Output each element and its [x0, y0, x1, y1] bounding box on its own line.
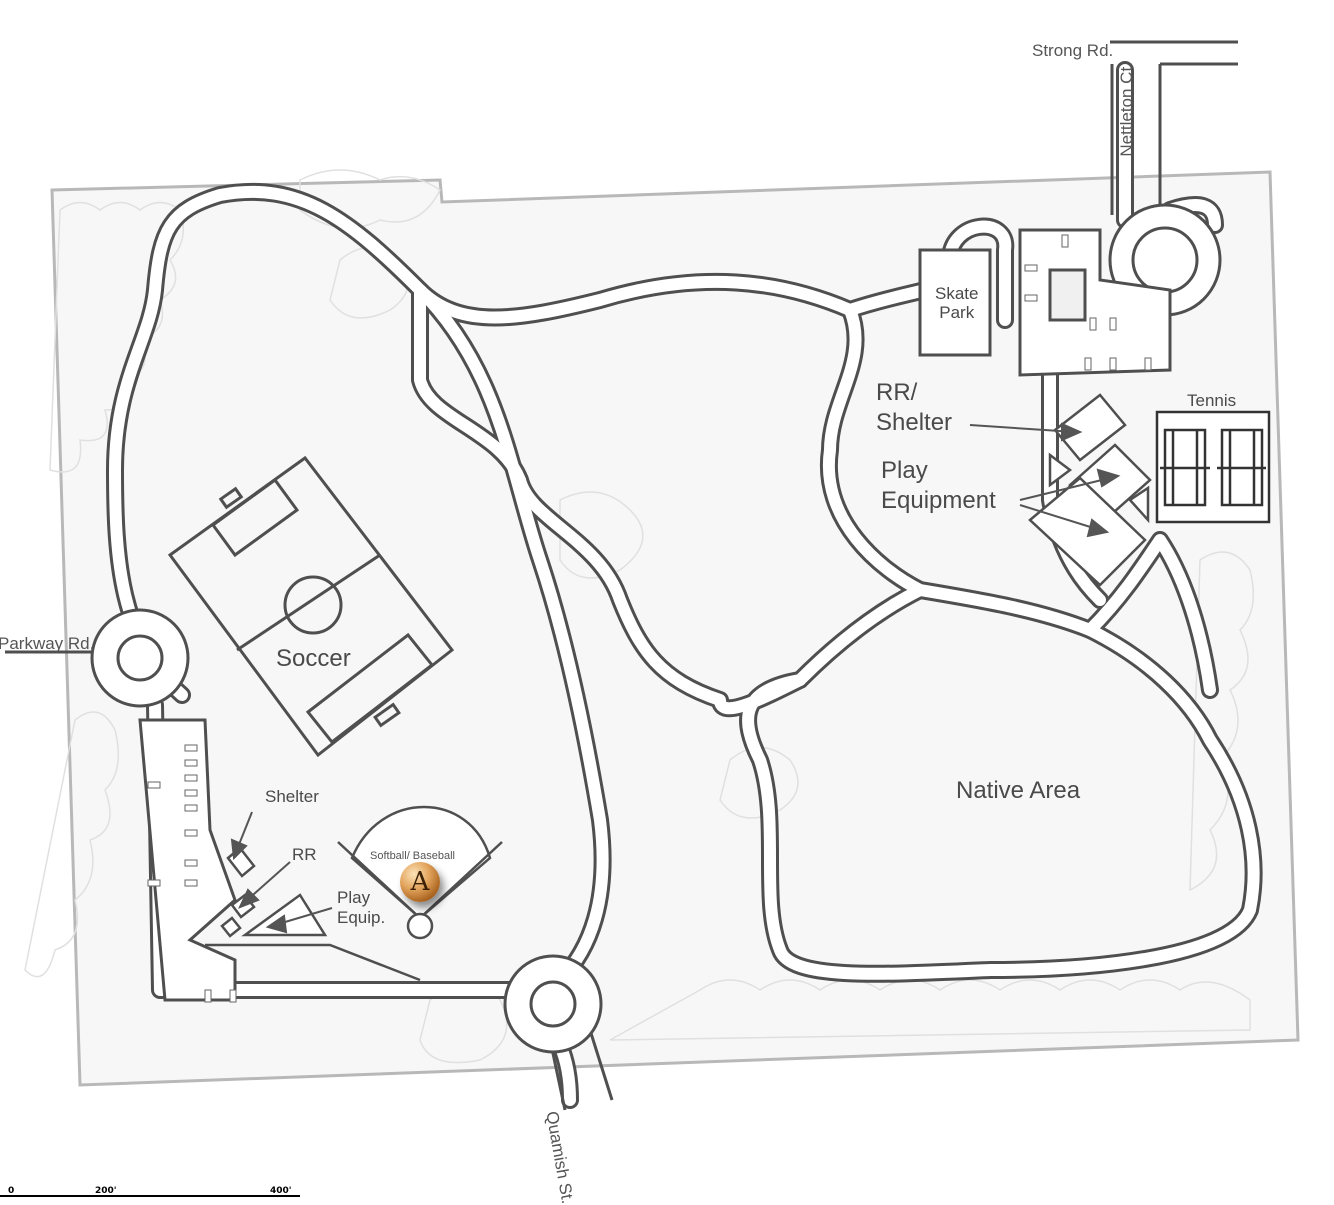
play-equipment-label: Play Equipment	[881, 456, 996, 516]
play-equip-label: Play Equip.	[337, 888, 385, 929]
nettleton-ct-label: Nettleton Ct.	[1116, 62, 1136, 157]
tennis-courts	[1155, 410, 1271, 524]
parked-cars	[147, 234, 1152, 1003]
ne-facilities	[1028, 393, 1152, 587]
play-equipment-line2: Equipment	[881, 487, 996, 514]
softball-label: Softball/ Baseball	[370, 850, 455, 862]
skate-park-box	[918, 248, 992, 357]
native-area-label: Native Area	[956, 777, 1081, 804]
rr-shelter-label: RR/ Shelter	[876, 378, 952, 438]
shelter-label: Shelter	[265, 787, 319, 806]
soccer-field	[167, 455, 455, 758]
play-equip-line1: Play	[337, 888, 371, 907]
location-marker-a[interactable]: A	[400, 862, 440, 902]
scale-label-0: 0	[8, 1186, 15, 1196]
parkway-rd-label: Parkway Rd.	[0, 634, 95, 653]
skate-park-line1: Skate	[935, 284, 979, 303]
skate-park-line2: Park	[939, 302, 975, 322]
scale-label-200: 200'	[95, 1186, 117, 1196]
sw-facilities	[205, 846, 421, 982]
skate-park-label: Skate Park	[935, 284, 979, 322]
soccer-label: Soccer	[276, 645, 351, 672]
pointer-arrows	[230, 422, 1121, 934]
scale-label-400: 400'	[270, 1186, 292, 1196]
scale-labels: 0 200' 400'	[0, 1186, 300, 1198]
rr-label: RR	[292, 845, 317, 864]
play-equip-line2: Equip.	[337, 908, 386, 928]
strong-rd-label: Strong Rd.	[1032, 41, 1114, 60]
tennis-label: Tennis	[1187, 391, 1237, 410]
rr-shelter-line2: Shelter	[876, 409, 953, 436]
rr-shelter-line1: RR/	[876, 379, 918, 406]
play-equipment-line1: Play	[881, 457, 928, 484]
